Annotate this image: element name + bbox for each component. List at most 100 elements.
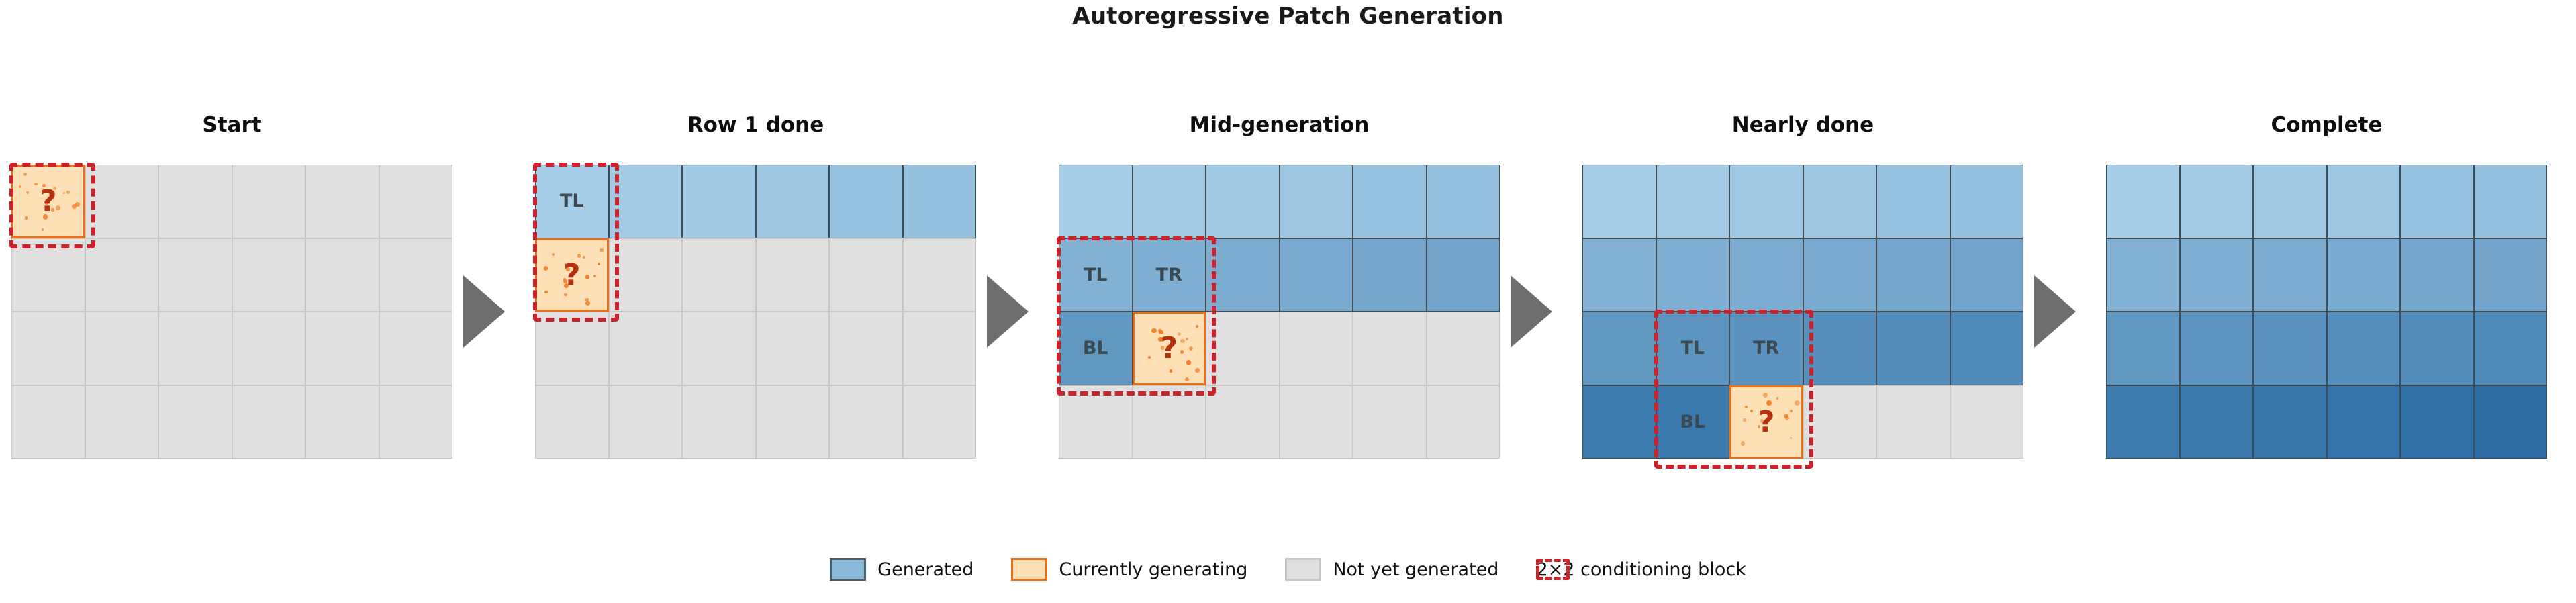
noise-speckle [1757,425,1761,428]
cell-not-generated [305,385,379,459]
cell-generated [1582,312,1656,385]
noise-speckle [1766,400,1772,406]
cell-generated [755,165,829,238]
cell-not-generated [305,312,379,385]
noise-speckle [1180,338,1185,344]
noise-speckle [1159,330,1163,335]
cell-generated [2473,312,2547,385]
cell-generated [608,165,682,238]
noise-speckle [552,253,555,257]
cell-generated [2400,238,2474,312]
cell-not-generated [158,238,232,312]
cell-not-generated [158,165,232,238]
cell-generated [1206,165,1280,238]
noise-speckle [1766,418,1769,421]
cell-generated [1803,312,1876,385]
noise-speckle [1743,418,1747,422]
cell-not-generated [158,312,232,385]
empty-swatch [1285,558,1322,581]
cell-label: TL [1083,264,1108,285]
noise-speckle [1776,397,1778,400]
cell-generated [2400,312,2474,385]
noise-speckle [1785,416,1790,421]
cell-generated [1279,238,1353,312]
cell-generated [1803,238,1876,312]
cell-not-generated [85,385,158,459]
noise-speckle [543,266,548,271]
cell-not-generated [1059,385,1133,459]
cell-generated [1582,165,1656,238]
cell-generated: TR [1729,312,1803,385]
noise-speckle [1790,436,1793,440]
cell-generated [1876,312,1950,385]
noise-speckle [1185,337,1189,341]
cell-not-generated [85,312,158,385]
noise-speckle [577,254,581,258]
noise-speckle [1148,355,1151,359]
noise-speckle [42,214,48,220]
noise-speckle [1186,360,1192,365]
cell-not-generated [902,385,976,459]
cell-label: TR [1753,338,1780,359]
noise-speckle [600,248,604,252]
cell-not-generated [1279,385,1353,459]
arrow-right-icon [987,275,1029,348]
cell-generated [1950,312,2023,385]
noise-speckle [50,207,55,212]
cell-not-generated [379,238,452,312]
cell-generated [2179,312,2253,385]
noise-speckle [585,275,590,280]
cell-not-generated [11,238,85,312]
noise-speckle [26,191,30,194]
cell-not-generated [379,312,452,385]
noise-speckle [55,205,60,210]
cell-not-generated [1206,385,1280,459]
cell-generated: BL [1059,312,1133,385]
cell-not-generated [1876,385,1950,459]
cell-generated [2473,165,2547,238]
cell-not-generated [682,238,756,312]
noise-speckle [42,184,46,188]
cell-not-generated [305,238,379,312]
question-mark-icon: ? [563,257,581,292]
cell-currently-generating: ? [11,165,85,238]
cell-not-generated [1132,385,1206,459]
cell-currently-generating: ? [1132,312,1206,385]
cell-generated [2400,385,2474,459]
cell-generated [2253,238,2327,312]
cell-not-generated [85,238,158,312]
cell-not-generated [829,385,903,459]
legend-item: Not yet generated [1285,558,1498,581]
cell-generated [1803,165,1876,238]
noise-speckle [75,202,81,207]
patch-grid: TL? [533,163,976,459]
cell-generated [1582,385,1656,459]
cell-label: TL [1680,338,1705,359]
panel-title: Nearly done [1731,113,1874,137]
generating-swatch [1011,558,1048,581]
cell-generated [2253,385,2327,459]
question-mark-icon: ? [39,184,57,219]
arrow-right-icon [1511,275,1552,348]
cell-generated [2326,165,2400,238]
cell-generated: TL [1656,312,1729,385]
cell-not-generated [1279,312,1353,385]
cell-generated [1950,238,2023,312]
cell-currently-generating: ? [535,238,609,312]
panel-start: Start? [9,87,452,490]
cell-not-generated [1426,312,1500,385]
noise-speckle [564,293,567,297]
noise-speckle [1785,415,1788,418]
noise-speckle [23,172,28,176]
cell-not-generated [232,165,305,238]
cell-generated: TL [1059,238,1133,312]
noise-speckle [44,199,50,205]
cell-generated [2326,238,2400,312]
cell-currently-generating: ? [1729,385,1803,459]
cell-generated [1950,165,2023,238]
noise-speckle [1740,441,1746,446]
cell-generated [1876,238,1950,312]
cell-generated [829,165,903,238]
